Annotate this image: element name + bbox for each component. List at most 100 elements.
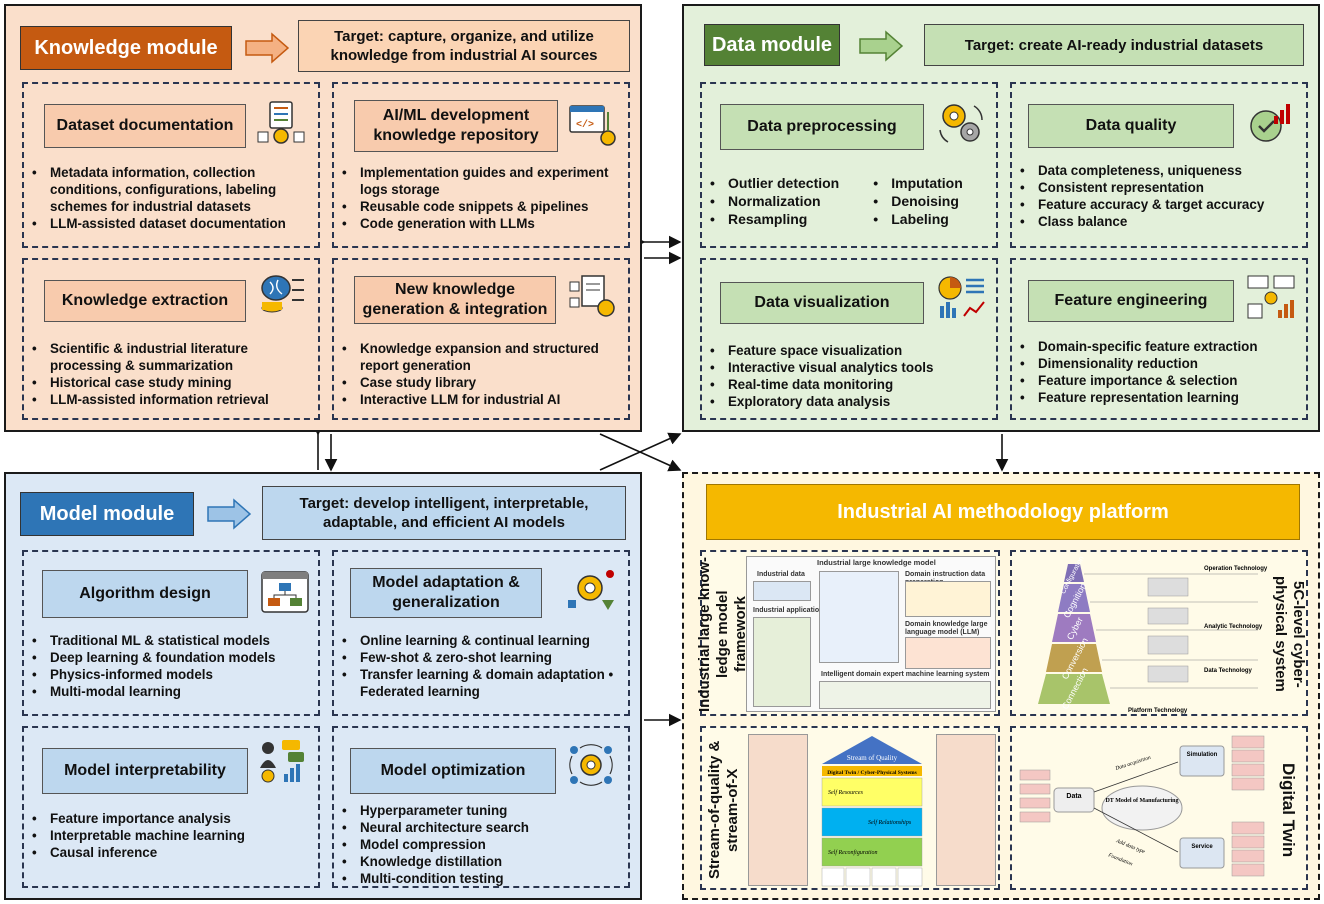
bullet-list: Domain-specific feature extraction Dimen… [1012, 338, 1308, 406]
panel-title: Feature engineering [1028, 280, 1234, 322]
industrial-ai-platform: Industrial AI methodology platform Indus… [682, 472, 1320, 900]
bullet-item: Dimensionality reduction [1012, 355, 1308, 372]
bullet-item: LLM-assisted information retrieval [24, 391, 320, 408]
data-module: Data module Target: create AI-ready indu… [682, 4, 1320, 432]
figure-text: Intelligent domain expert machine learni… [821, 671, 990, 678]
bullet-list: Knowledge expansion and structured repor… [334, 340, 630, 408]
figure-block [753, 617, 811, 707]
bullet-item: Case study library [334, 374, 630, 391]
bullet-columns: Outlier detection Normalization Resampli… [702, 174, 998, 228]
dt-node-label: DT Model of Manufacturing [1105, 798, 1178, 804]
bullet-item: Few-shot & zero-shot learning [334, 649, 630, 666]
panel-title: Knowledge extraction [44, 280, 246, 322]
bullet-item: Interactive LLM for industrial AI [334, 391, 630, 408]
bullet-item: Labeling [865, 210, 963, 228]
bullet-item: Outlier detection [702, 174, 839, 192]
panel-digital-twin: Data DT Model of Manufacturing Simulatio… [1010, 726, 1308, 890]
panel-title: Data visualization [720, 282, 924, 324]
gear-shapes-icon [568, 570, 614, 610]
bullet-item: Multi-condition testing [334, 870, 630, 887]
house-roof-label: Stream of Quality [847, 754, 898, 762]
panel-title: Data preprocessing [720, 104, 924, 150]
panel-title: AI/ML development knowledge repository [354, 100, 558, 152]
bullet-item: Normalization [702, 192, 839, 210]
bullet-item: Interpretable machine learning [24, 827, 320, 844]
arrow-right-icon [207, 498, 252, 530]
panel-model-optimization: Model optimization Hyperparameter tuning… [332, 726, 630, 888]
figure-text: Industrial application [753, 607, 824, 614]
digital-twin-figure: Data DT Model of Manufacturing Simulatio… [1019, 735, 1265, 877]
bullet-list: Metadata information, collection conditi… [24, 164, 320, 232]
dt-edge-label: Data acquisition [1114, 755, 1152, 772]
bullet-item: Knowledge expansion and structured repor… [334, 340, 630, 374]
figure-block [819, 681, 991, 709]
figure-text: Domain knowledge large language model (L… [905, 621, 988, 636]
bullet-list: Feature space visualization Interactive … [702, 342, 998, 410]
platform-title: Industrial AI methodology platform [706, 484, 1300, 540]
bullet-item: Real-time data monitoring [702, 376, 998, 393]
bullet-item: Imputation [865, 174, 963, 192]
presenter-chart-icon [260, 740, 304, 783]
panel-model-interpretability: Model interpretability Feature importanc… [22, 726, 320, 888]
bullet-item: Feature representation learning [1012, 389, 1308, 406]
svg-text:</>: </> [576, 119, 594, 131]
bullet-list: Online learning & continual learning Few… [334, 632, 630, 700]
bullet-item: Data completeness, uniqueness [1012, 162, 1308, 179]
bullet-item: Denoising [865, 192, 963, 210]
bottom-label: Platform Technology [1128, 708, 1188, 714]
data-module-title: Data module [704, 24, 840, 66]
arrow-right-icon [245, 32, 290, 64]
side-label: Analytic Technology [1204, 624, 1263, 630]
charts-icon [938, 276, 985, 318]
bullet-column: Imputation Denoising Labeling [865, 174, 963, 228]
side-label: Operation Technology [1204, 566, 1268, 572]
panel-vertical-label: Digital Twin [1279, 762, 1298, 858]
house-layer-label: Self Reconfiguration [828, 849, 878, 856]
dt-edge-label: Add data type [1114, 838, 1146, 856]
panel-data-visualization: Data visualization Feature space visuali… [700, 258, 998, 420]
bullet-item: Neural architecture search [334, 819, 630, 836]
bullet-item: Interactive visual analytics tools [702, 359, 998, 376]
server-gear-icon [257, 101, 305, 144]
bullet-item: Causal inference [24, 844, 320, 861]
knowledge-module-target: Target: capture, organize, and utilize k… [298, 20, 630, 72]
bullet-item: Multi-modal learning [24, 683, 320, 700]
panel-title: Model adaptation & generalization [350, 568, 542, 618]
bullet-item: Code generation with LLMs [334, 215, 630, 232]
bullet-item: Hyperparameter tuning [334, 802, 630, 819]
figure-block [819, 571, 899, 663]
bullet-item: Scientific & industrial literature proce… [24, 340, 320, 374]
house-layer-label: Self Relationships [868, 819, 912, 826]
panel-title: New knowledge generation & integration [354, 276, 556, 324]
dt-node-label: Service [1191, 844, 1213, 850]
panel-dataset-documentation: Dataset documentation Metadata informati… [22, 82, 320, 248]
gears-cycle-icon [939, 104, 983, 143]
panel-model-adaptation: Model adaptation & generalization Online… [332, 550, 630, 716]
bullet-item: Feature accuracy & target accuracy [1012, 196, 1308, 213]
panel-feature-engineering: Feature engineering Domain-specific feat… [1010, 258, 1308, 420]
panel-data-quality: Data quality Data completeness, uniquene… [1010, 82, 1308, 248]
panel-title: Model optimization [350, 748, 556, 794]
bullet-item: Online learning & continual learning [334, 632, 630, 649]
panel-5c-cps: Configuration Cognition Cyber Conversion… [1010, 550, 1308, 716]
side-label: Data Technology [1204, 668, 1253, 674]
house-layer-label: Self Resources [828, 789, 864, 796]
panel-title: Algorithm design [42, 570, 248, 618]
bullet-item: Feature space visualization [702, 342, 998, 359]
bullet-list: Hyperparameter tuning Neural architectur… [334, 802, 630, 887]
feature-flow-icon [1247, 275, 1295, 319]
bullet-item: Model compression [334, 836, 630, 853]
knowledge-module-title: Knowledge module [20, 26, 232, 70]
bullet-list: Traditional ML & statistical models Deep… [24, 632, 320, 700]
model-module: Model module Target: develop intelligent… [4, 472, 642, 900]
figure-block [905, 581, 991, 617]
panel-knowledge-extraction: Knowledge extraction Scientific & indust… [22, 258, 320, 420]
bullet-item: Deep learning & foundation models [24, 649, 320, 666]
bullet-item: LLM-assisted dataset documentation [24, 215, 320, 232]
house-band-label: Digital Twin / Cyber-Physical Systems [827, 770, 916, 776]
bullet-item: Feature importance & selection [1012, 372, 1308, 389]
panel-knowledge-model-framework: Industrial large know-ledge model framew… [696, 550, 1000, 716]
bullet-item: Resampling [702, 210, 839, 228]
bullet-list: Scientific & industrial literature proce… [24, 340, 320, 408]
